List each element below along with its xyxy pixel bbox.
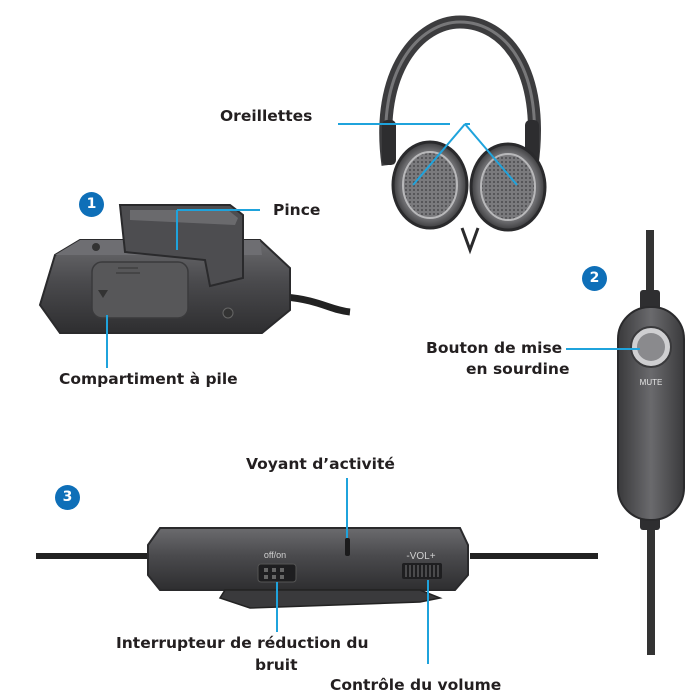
label-activity: Voyant d’activité	[246, 455, 395, 473]
clip	[118, 204, 244, 288]
badge-1: 1	[79, 192, 104, 217]
label-volume: Contrôle du volume	[330, 676, 502, 694]
earcups-callout	[338, 123, 518, 186]
badge-2: 2	[582, 266, 607, 291]
label-earcups: Oreillettes	[220, 107, 313, 125]
control-clip	[218, 589, 443, 609]
offon-text: off/on	[264, 550, 286, 560]
mute-remote: MUTE	[617, 230, 685, 655]
label-mute-line2: en sourdine	[466, 360, 570, 378]
noise-switch[interactable]	[257, 563, 297, 583]
label-mute-line1: Bouton de mise	[426, 339, 563, 357]
label-battery: Compartiment à pile	[59, 370, 238, 388]
headphones	[379, 15, 547, 255]
label-clip: Pince	[273, 201, 321, 219]
label-noise-line2: bruit	[255, 656, 298, 674]
activity-led	[345, 538, 350, 556]
battery-callouts	[106, 209, 260, 368]
control-unit: off/on -VOL+	[36, 527, 598, 609]
label-noise-line1: Interrupteur de réduction du	[116, 634, 369, 652]
battery-box	[38, 204, 351, 334]
battery-compartment	[91, 261, 189, 319]
control-callouts	[276, 478, 429, 664]
badge-3: 3	[55, 485, 80, 510]
left-slider	[382, 120, 396, 165]
mute-text: MUTE	[640, 378, 663, 387]
vol-text: -VOL+	[406, 551, 435, 562]
